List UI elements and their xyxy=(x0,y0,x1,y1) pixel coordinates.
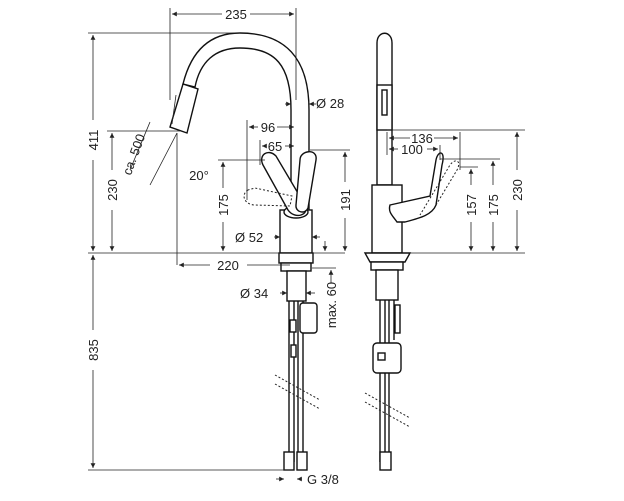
dim-dia-34: Ø 34 xyxy=(240,286,268,301)
dim-230-side: 230 xyxy=(510,179,525,201)
dim-157: 157 xyxy=(464,194,479,216)
dim-175-front: 175 xyxy=(216,194,231,216)
dim-65: 65 xyxy=(268,139,282,154)
side-view-dimensions: 136 100 157 175 230 xyxy=(386,129,525,254)
dim-230-left: 230 xyxy=(105,179,120,201)
dim-220: 220 xyxy=(217,258,239,273)
dim-dia-52: Ø 52 xyxy=(235,230,263,245)
front-view-faucet xyxy=(169,32,321,471)
dim-136: 136 xyxy=(411,131,433,146)
connection-box xyxy=(299,302,318,334)
side-connection-box xyxy=(372,342,402,374)
dim-175-side: 175 xyxy=(486,194,501,216)
dim-max-60: max. 60 xyxy=(324,282,339,328)
dim-100: 100 xyxy=(401,142,423,157)
dim-835: 835 xyxy=(86,339,101,361)
dim-96: 96 xyxy=(261,120,275,135)
front-view-dimensions: 235 411 230 ca. 500 20° Ø 28 96 65 175 xyxy=(86,7,353,487)
dim-dia-28: Ø 28 xyxy=(316,96,344,111)
side-lever xyxy=(388,152,444,223)
dim-411: 411 xyxy=(86,130,101,151)
dim-235: 235 xyxy=(225,7,247,22)
pullout-head xyxy=(169,83,199,134)
dim-191: 191 xyxy=(338,189,353,211)
side-view-faucet xyxy=(363,32,460,471)
dim-ca-500: ca. 500 xyxy=(119,132,148,177)
dim-g-3-8: G 3/8 xyxy=(307,472,339,487)
dim-20-degrees: 20° xyxy=(189,168,209,183)
shank xyxy=(286,270,307,302)
